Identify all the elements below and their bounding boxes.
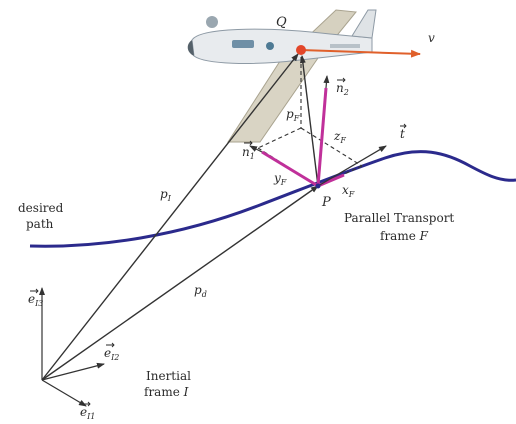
aircraft-icon bbox=[187, 9, 377, 143]
label-pI: pI bbox=[160, 187, 172, 203]
tangent-vector-t bbox=[317, 145, 387, 187]
label-v: v bbox=[428, 31, 435, 45]
position-vector-pI bbox=[41, 53, 299, 381]
label-eI1: eI1 bbox=[80, 405, 95, 421]
point-P bbox=[315, 183, 321, 189]
label-xF: xF bbox=[342, 183, 355, 199]
label-inertial: Inertial bbox=[146, 369, 191, 383]
label-Q: Q bbox=[276, 15, 287, 30]
label-desired: desired bbox=[18, 201, 64, 215]
label-eI2: eI2 bbox=[104, 346, 119, 362]
label-n2: n2 bbox=[336, 81, 349, 97]
label-pd: pd bbox=[194, 283, 207, 299]
label-parallel-frame: frame F bbox=[380, 229, 429, 243]
label-parallel-transport: Parallel Transport bbox=[344, 211, 454, 225]
label-yF: yF bbox=[273, 171, 287, 187]
label-inertial-frame: frame I bbox=[144, 385, 189, 399]
normal-vector-n2 bbox=[316, 87, 328, 187]
relative-vector-pF bbox=[299, 55, 319, 187]
label-path: path bbox=[26, 217, 54, 231]
axis-eI2 bbox=[41, 362, 105, 381]
point-Q bbox=[296, 45, 306, 55]
label-n1: n1 bbox=[242, 145, 255, 161]
normal-vector-n1 bbox=[261, 150, 319, 188]
velocity-vector bbox=[300, 49, 421, 58]
label-zF: zF bbox=[333, 129, 346, 145]
normal-vector-n1-tip bbox=[249, 145, 263, 153]
normal-vector-n2-tip bbox=[323, 75, 330, 89]
label-t: t bbox=[400, 127, 405, 141]
desired-path-curve bbox=[29, 150, 516, 248]
label-pF: pF bbox=[286, 107, 300, 123]
axis-eI1 bbox=[41, 379, 87, 407]
label-eI3: eI3 bbox=[28, 292, 43, 308]
position-vector-pd bbox=[41, 185, 319, 381]
label-P: P bbox=[321, 195, 331, 210]
